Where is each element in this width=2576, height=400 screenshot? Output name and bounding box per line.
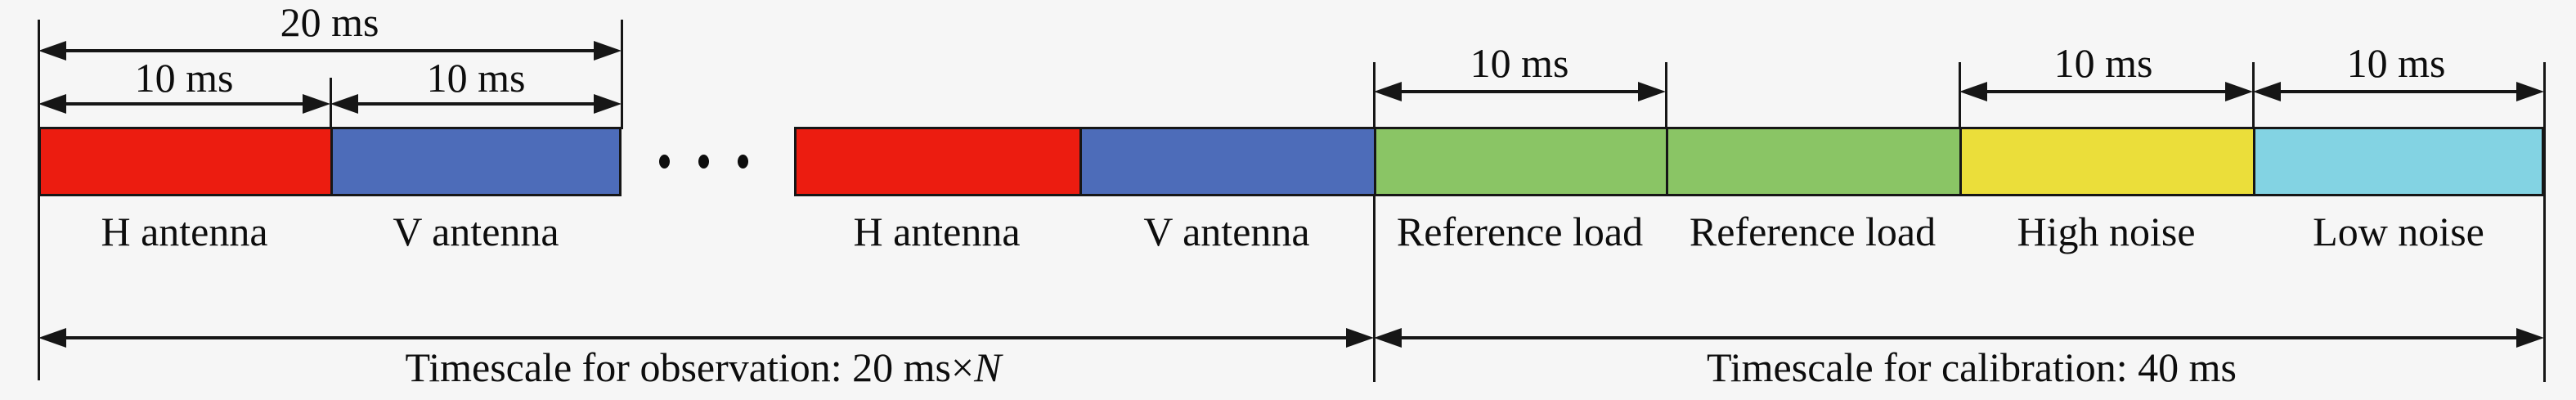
timescale-label-text: Timescale for calibration: 40 ms: [1706, 344, 2237, 390]
ellipsis-dot: [698, 155, 709, 169]
segment-label: V antenna: [393, 209, 559, 254]
arrowhead-right-icon: [303, 94, 330, 114]
duration-label: 10 ms: [134, 55, 234, 101]
arrowhead-right-icon: [1638, 82, 1666, 101]
boundary-line: [38, 20, 40, 380]
arrowhead-right-icon: [2516, 82, 2544, 101]
segment-label: Reference load: [1396, 209, 1644, 254]
arrow-shaft: [1397, 336, 2521, 339]
timing-bar-segment: [1666, 127, 1959, 196]
timing-bar-segment: [1079, 127, 1374, 196]
boundary-line: [621, 20, 623, 129]
segment-label: High noise: [2017, 209, 2196, 254]
arrow-shaft: [2276, 90, 2521, 93]
duration-label: 10 ms: [426, 55, 526, 101]
arrow-shaft: [61, 336, 1351, 339]
arrow-shaft: [353, 102, 599, 106]
segment-label: Low noise: [2313, 209, 2484, 254]
arrow-shaft: [1397, 90, 1643, 93]
timescale-label: Timescale for calibration: 40 ms: [1707, 347, 2237, 388]
arrow-shaft: [61, 102, 307, 106]
timescale-label: Timescale for observation: 20 ms×N: [405, 347, 1001, 388]
arrow-shaft: [1982, 90, 2230, 93]
arrowhead-left-icon: [1374, 82, 1402, 101]
ellipsis-dot: [737, 155, 748, 169]
duration-label: 10 ms: [1470, 40, 1569, 86]
timing-bar-segment: [330, 127, 622, 196]
duration-label: 10 ms: [2053, 40, 2153, 86]
arrow-shaft: [61, 49, 599, 52]
timescale-label-text: Timescale for observation: 20 ms×: [405, 344, 975, 390]
arrowhead-right-icon: [594, 41, 622, 61]
arrowhead-left-icon: [330, 94, 358, 114]
timing-bar-segment: [1374, 127, 1666, 196]
boundary-line: [1373, 62, 1376, 382]
arrowhead-right-icon: [594, 94, 622, 114]
arrowhead-left-icon: [38, 94, 66, 114]
ellipsis-dot: [658, 155, 670, 169]
duration-label: 10 ms: [2346, 40, 2446, 86]
segment-label: H antenna: [101, 209, 268, 254]
arrowhead-right-icon: [2225, 82, 2253, 101]
segment-label: Reference load: [1689, 209, 1936, 254]
segment-label: H antenna: [853, 209, 1021, 254]
arrowhead-right-icon: [2516, 328, 2544, 348]
boundary-line: [2543, 62, 2546, 382]
arrowhead-left-icon: [1959, 82, 1987, 101]
duration-label: 20 ms: [280, 0, 379, 45]
arrowhead-left-icon: [38, 41, 66, 61]
segment-label: V antenna: [1143, 209, 1310, 254]
arrowhead-right-icon: [1346, 328, 1374, 348]
timescale-label-variable: N: [974, 344, 1002, 390]
arrowhead-left-icon: [1374, 328, 1402, 348]
timing-bar-segment: [2253, 127, 2544, 196]
arrowhead-left-icon: [2253, 82, 2281, 101]
timing-bar-segment: [38, 127, 330, 196]
arrowhead-left-icon: [38, 328, 66, 348]
timing-bar-segment: [1959, 127, 2253, 196]
timing-bar-segment: [794, 127, 1079, 196]
